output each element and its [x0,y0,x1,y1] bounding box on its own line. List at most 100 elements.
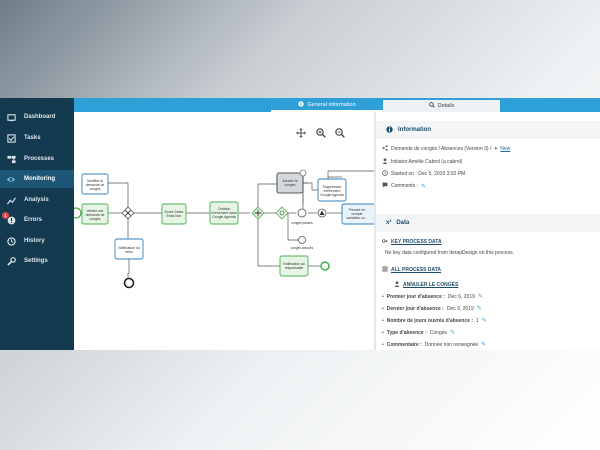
comment-icon [382,182,388,190]
process-diagram-canvas[interactable]: Modifier la demande de congés Valider un… [64,112,377,350]
sidebar-item-monitoring[interactable]: Monitoring [0,170,74,188]
field-row: • Nombre de jours ouvrés d'absence : 1 ✎ [382,317,487,325]
task-ecrire-dates[interactable]: Ecrire Dates Etats Non [161,203,187,225]
sidebar-item-label: Analysis [24,197,49,203]
process-icon [6,154,16,164]
flow-label: congés passés [291,221,313,225]
pencil-icon[interactable]: ✎ [450,330,456,336]
info-icon [298,101,305,109]
key-icon [382,238,388,246]
list-icon [382,266,388,274]
task-label: congés [285,183,296,187]
tab-details[interactable]: Details [383,100,500,112]
parallel-gateway[interactable] [251,206,265,220]
group-title: ANNULER LE CONGÉS [394,281,458,289]
field-label: Type d'absence : [386,329,427,336]
sidebar-item-label: Processes [24,156,55,162]
sidebar-item-label: Errors [24,217,43,223]
event-gateway[interactable] [275,206,289,220]
field-label: Premier jour d'absence : [386,293,445,300]
tab-general-information[interactable]: General information [271,100,383,112]
pencil-icon[interactable]: ✎ [481,342,487,348]
task-label: Prendre en [349,208,366,212]
key-data-message: No key data configured from IterapDesign… [385,250,514,256]
started-row: Started on : Dec 5, 2019 3:02 PM [382,170,465,178]
section-title: Data [396,220,410,226]
group-label: ANNULER LE CONGÉS [403,282,459,288]
tab-label: Details [437,103,455,109]
started-text: Started on : Dec 5, 2019 3:02 PM [391,171,466,177]
sidebar-item-tasks[interactable]: Tasks [0,129,74,147]
field-value: Congés [429,329,447,336]
sidebar-item-label: Monitoring [24,176,55,182]
sidebar-item-errors[interactable]: 1 Errors [0,211,74,229]
sidebar-item-label: Settings [24,258,48,264]
key-data-title: KEY PROCESS DATA [382,238,442,246]
alert-icon [6,215,16,225]
info-panel: Information Demande de congés / Absences… [376,112,600,350]
field-label: Dernier jour d'absence : [386,305,444,312]
key-data-label: KEY PROCESS DATA [391,239,442,245]
field-value: 1 [475,317,479,324]
initiator-row: Initiator Amélie Cabrol (a.cabrol) [382,158,462,166]
task-label: responsable [285,266,304,270]
comments-row: Comments : ✎ [382,182,426,190]
pencil-icon[interactable]: ✎ [477,294,483,300]
task-label: événement [324,189,341,193]
sidebar-item-dashboard[interactable]: Dashboard [0,108,74,126]
task-label: demande de [86,183,105,187]
clock-icon [6,236,16,246]
sidebar-item-history[interactable]: History [0,232,74,250]
process-row: Demande de congés / Absences (Version 3)… [382,145,510,153]
task-label: congés [90,187,101,191]
field-row: • Dernier jour d'absence : Dec 9, 2019 ✎ [382,305,482,313]
task-label: Valider une [87,209,104,213]
user-icon [382,158,388,166]
task-label: congés [90,217,101,221]
message-event-icon[interactable] [297,208,307,218]
sidebar-item-processes[interactable]: Processes [0,150,74,168]
field-row: • Commentaire : Donnée non renseignée ✎ [382,341,487,349]
end-event[interactable] [123,277,135,289]
task-valider-demande[interactable]: Valider une demande de congés [81,203,109,225]
tab-label: General information [307,102,356,108]
sidebar-item-settings[interactable]: Settings [0,252,74,270]
data-header: x² Data [376,214,600,232]
pencil-icon[interactable]: ✎ [481,318,487,324]
task-label: Suppression [323,185,342,189]
process-name: Demande de congés / Absences (Version 3)… [391,146,492,152]
pencil-icon[interactable]: ✎ [476,306,482,312]
key-data-empty: No key data configured from IterapDesign… [385,250,514,256]
pencil-icon[interactable]: ✎ [420,183,426,190]
task-label: compte [351,212,362,216]
user-icon [394,281,400,289]
task-suppression-evenement[interactable]: Suppression événement Google Agenda [317,178,347,202]
clock-icon [382,170,388,178]
information-header: Information [376,121,600,139]
task-label: Ecrire Dates [165,210,184,214]
zoom-in-icon[interactable] [316,125,326,138]
move-icon[interactable] [296,125,306,138]
new-process-link[interactable]: New [500,146,511,152]
initiator-text: Initiator Amélie Cabrol (a.cabrol) [391,159,463,165]
task-notification-refus[interactable]: Notification du refus [114,238,144,260]
share-icon [382,145,388,153]
task-label: Etats Non [167,214,182,218]
task-notification-responsable[interactable]: Notification au responsable [279,255,309,277]
sidebar-item-analysis[interactable]: Analysis [0,191,74,209]
zoom-out-icon[interactable] [335,125,345,138]
task-creation-evenement[interactable]: Création événement dans Google Agenda [209,201,239,225]
info-icon [386,125,393,135]
task-label: Modifier la [87,179,103,183]
plus-icon[interactable]: + [494,146,498,152]
task-prendre-en-compte[interactable]: Prendre en compte variables ou... [341,203,377,225]
timer-event-icon[interactable] [298,236,306,244]
field-row: • Type d'absence : Congés ✎ [382,329,456,337]
task-modifier-demande[interactable]: Modifier la demande de congés [81,173,109,195]
wrench-icon [6,256,16,266]
end-event[interactable] [320,261,330,271]
exclusive-gateway[interactable] [121,206,135,220]
task-label: Création [218,207,231,211]
app-window: Dashboard Tasks Processes Monitoring Ana… [0,98,600,350]
task-annuler-conges[interactable]: Annuler le congés [276,172,304,194]
